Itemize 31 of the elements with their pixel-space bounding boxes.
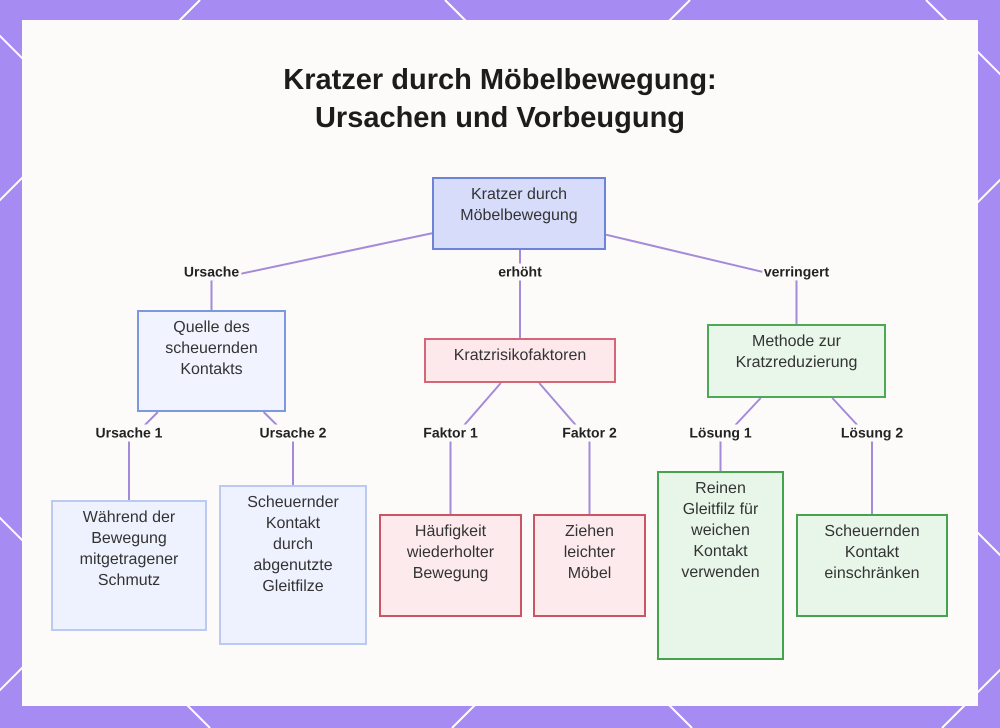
node-label: Kratzer durch Möbelbewegung	[459, 185, 579, 226]
concept-box	[51, 500, 207, 631]
concept-box	[657, 471, 784, 660]
node-label: Häufigkeit wiederholter Bewegung	[406, 522, 496, 584]
node-label: Kratzrisikofaktoren	[454, 346, 586, 366]
concept-box	[379, 514, 522, 617]
node-label: Quelle des scheuernden Kontakts	[164, 318, 259, 380]
concept-box	[432, 177, 606, 250]
concept-box	[533, 514, 646, 617]
title: Kratzer durch Möbelbewegung: Ursachen und Vorbeugung	[282, 63, 718, 136]
node-label: Ziehen leichter Möbel	[562, 522, 616, 584]
concept-box	[424, 338, 616, 383]
edge-label: Ursache	[182, 264, 242, 280]
node-label: Scheuernder Kontakt durch abgenutzte Gleitfilze	[246, 493, 340, 597]
node-label: Reinen Gleitfilz für weichen Kontakt verwenden	[680, 479, 761, 583]
node-label: Methode zur Kratzreduzierung	[734, 332, 858, 373]
edge-label: Faktor 1	[421, 424, 480, 442]
connector-line	[210, 232, 432, 310]
concept-box	[137, 310, 286, 412]
concept-box	[707, 324, 886, 398]
concept-box	[219, 485, 367, 645]
edge-label: Lösung 1	[687, 424, 754, 442]
concept-box	[796, 514, 948, 617]
edge-label: verringert	[762, 264, 832, 280]
node-label: Scheuernden Kontakt einschränken	[823, 522, 921, 584]
edge-label: Faktor 2	[560, 424, 619, 442]
edge-label: Ursache 2	[258, 424, 328, 442]
node-label: Während der Bewegung mitgetragener Schmutz	[78, 508, 180, 591]
edge-label: Ursache 1	[94, 424, 164, 442]
edge-label: Lösung 2	[838, 424, 906, 442]
edge-label: erhöht	[496, 264, 544, 280]
